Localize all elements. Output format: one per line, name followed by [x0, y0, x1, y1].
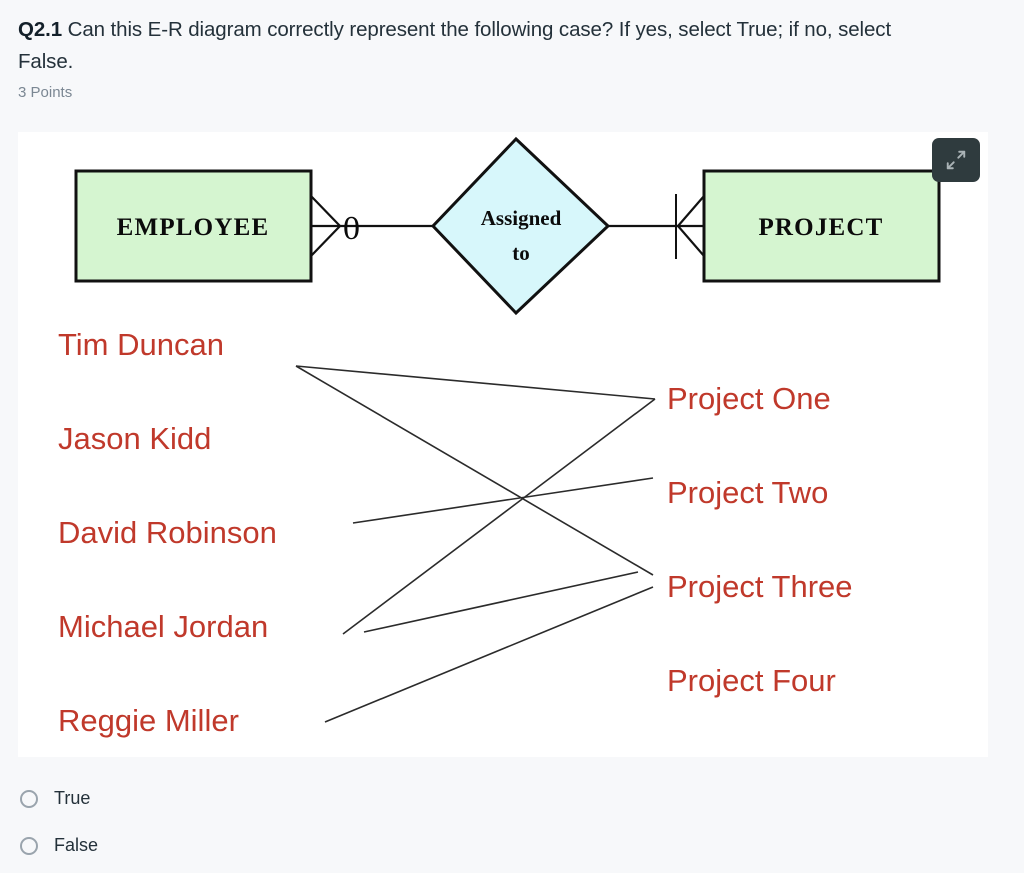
expand-diagonal-arrows-icon [946, 150, 966, 170]
match-item-project-four[interactable]: Project Four [667, 663, 836, 698]
radio-button-false[interactable] [20, 836, 38, 855]
match-line-michael-jordan-project-one [342, 398, 656, 635]
question-number: Q2.1 [18, 18, 63, 41]
match-line-david-robinson-project-two [352, 477, 654, 524]
answer-label-false: False [54, 835, 99, 855]
question-prompt-text: Can this E-R diagram correctly represent… [18, 18, 892, 73]
crows-foot-project-icon [676, 195, 705, 257]
match-line-michael-jordan-project-three [363, 571, 639, 633]
answer-options: True False [18, 775, 418, 869]
match-item-tim-duncan[interactable]: Tim Duncan [58, 327, 224, 362]
match-item-project-three[interactable]: Project Three [667, 569, 853, 604]
match-line-tim-duncan-project-three [295, 365, 654, 576]
match-line-tim-duncan-project-one [295, 365, 656, 400]
question-prompt: Q2.1 Can this E-R diagram correctly repr… [18, 14, 948, 78]
relationship-label-line2: to [512, 241, 530, 265]
entity-box-employee [74, 169, 313, 283]
expand-diagram-button[interactable] [932, 138, 980, 182]
match-item-project-two[interactable]: Project Two [667, 475, 829, 510]
radio-button-true[interactable] [20, 789, 38, 808]
matching-lines-graphic [295, 365, 656, 723]
match-item-reggie-miller[interactable]: Reggie Miller [58, 703, 239, 738]
cardinality-zero-label: 0 [343, 210, 360, 247]
match-item-michael-jordan[interactable]: Michael Jordan [58, 609, 269, 644]
match-line-reggie-miller-project-three [324, 586, 654, 723]
question-header: Q2.1 Can this E-R diagram correctly repr… [0, 0, 1024, 101]
diagram-card: 0 EMPLOYEE Assigned to PROJECT Tim Dunca… [18, 132, 988, 757]
relationship-diamond-assigned-to [430, 136, 611, 316]
answer-option-false[interactable]: False [18, 822, 418, 869]
relationship-label-line1: Assigned [481, 206, 562, 230]
question-points: 3 Points [18, 83, 73, 101]
answer-option-true[interactable]: True [18, 775, 418, 822]
match-item-david-robinson[interactable]: David Robinson [58, 515, 277, 550]
match-item-jason-kidd[interactable]: Jason Kidd [58, 421, 212, 456]
entity-box-project [702, 169, 941, 283]
match-item-project-one[interactable]: Project One [667, 381, 831, 416]
entity-label-employee: EMPLOYEE [117, 214, 270, 241]
er-diagram-graphic: 0 EMPLOYEE Assigned to PROJECT [74, 136, 941, 316]
crows-foot-employee-icon [310, 195, 342, 257]
answer-label-true: True [54, 788, 91, 808]
entity-label-project: PROJECT [758, 214, 883, 241]
